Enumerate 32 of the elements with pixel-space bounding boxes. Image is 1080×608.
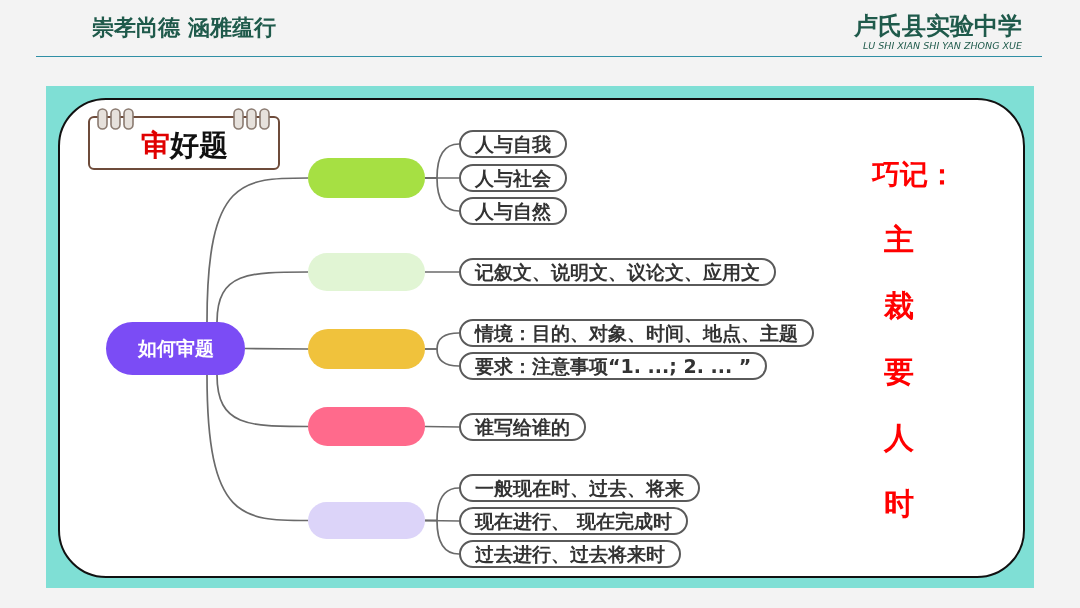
topic-pill: 人与自然 bbox=[459, 197, 567, 225]
connector-line bbox=[206, 177, 309, 323]
topic-pill: 一般现在时、过去、将来 bbox=[459, 474, 700, 502]
branch-pill bbox=[308, 253, 425, 291]
branch-pill bbox=[308, 158, 425, 198]
school-name-pinyin: LU SHI XIAN SHI YAN ZHONG XUE bbox=[863, 40, 1022, 52]
connector-line bbox=[424, 348, 460, 367]
topic-pill: 谁写给谁的 bbox=[459, 413, 586, 441]
connector-line bbox=[424, 177, 460, 212]
topic-pill: 要求：注意事项“1. ...; 2. ... ” bbox=[459, 352, 768, 380]
connector-line bbox=[244, 347, 309, 350]
topic-pill: 人与自我 bbox=[459, 130, 567, 158]
slogan-text: 崇孝尚德 涵雅蕴行 bbox=[92, 14, 276, 42]
topic-pill: 情境：目的、对象、时间、地点、主题 bbox=[459, 319, 814, 347]
connector-line bbox=[216, 271, 309, 323]
mnemonic-column: 主裁要人时 bbox=[884, 207, 914, 537]
branch-pill bbox=[308, 407, 425, 446]
branch-pill bbox=[308, 502, 425, 539]
connector-line bbox=[424, 519, 460, 555]
central-topic-pill: 如何审题 bbox=[106, 322, 245, 375]
connector-line bbox=[216, 374, 309, 428]
connector-line bbox=[424, 425, 460, 428]
topic-pill: 过去进行、过去将来时 bbox=[459, 540, 681, 568]
topic-pill: 人与社会 bbox=[459, 164, 567, 192]
branch-pill bbox=[308, 329, 425, 369]
connector-line bbox=[424, 271, 460, 273]
mnemonic-heading: 巧记： bbox=[872, 158, 956, 192]
topic-pill: 记叙文、说明文、议论文、应用文 bbox=[459, 258, 776, 286]
school-name: 卢氏县实验中学 bbox=[854, 12, 1022, 40]
title-text: 审好题 bbox=[140, 127, 228, 162]
topic-pill: 现在进行、 现在完成时 bbox=[459, 507, 688, 535]
connector-line bbox=[206, 374, 309, 522]
